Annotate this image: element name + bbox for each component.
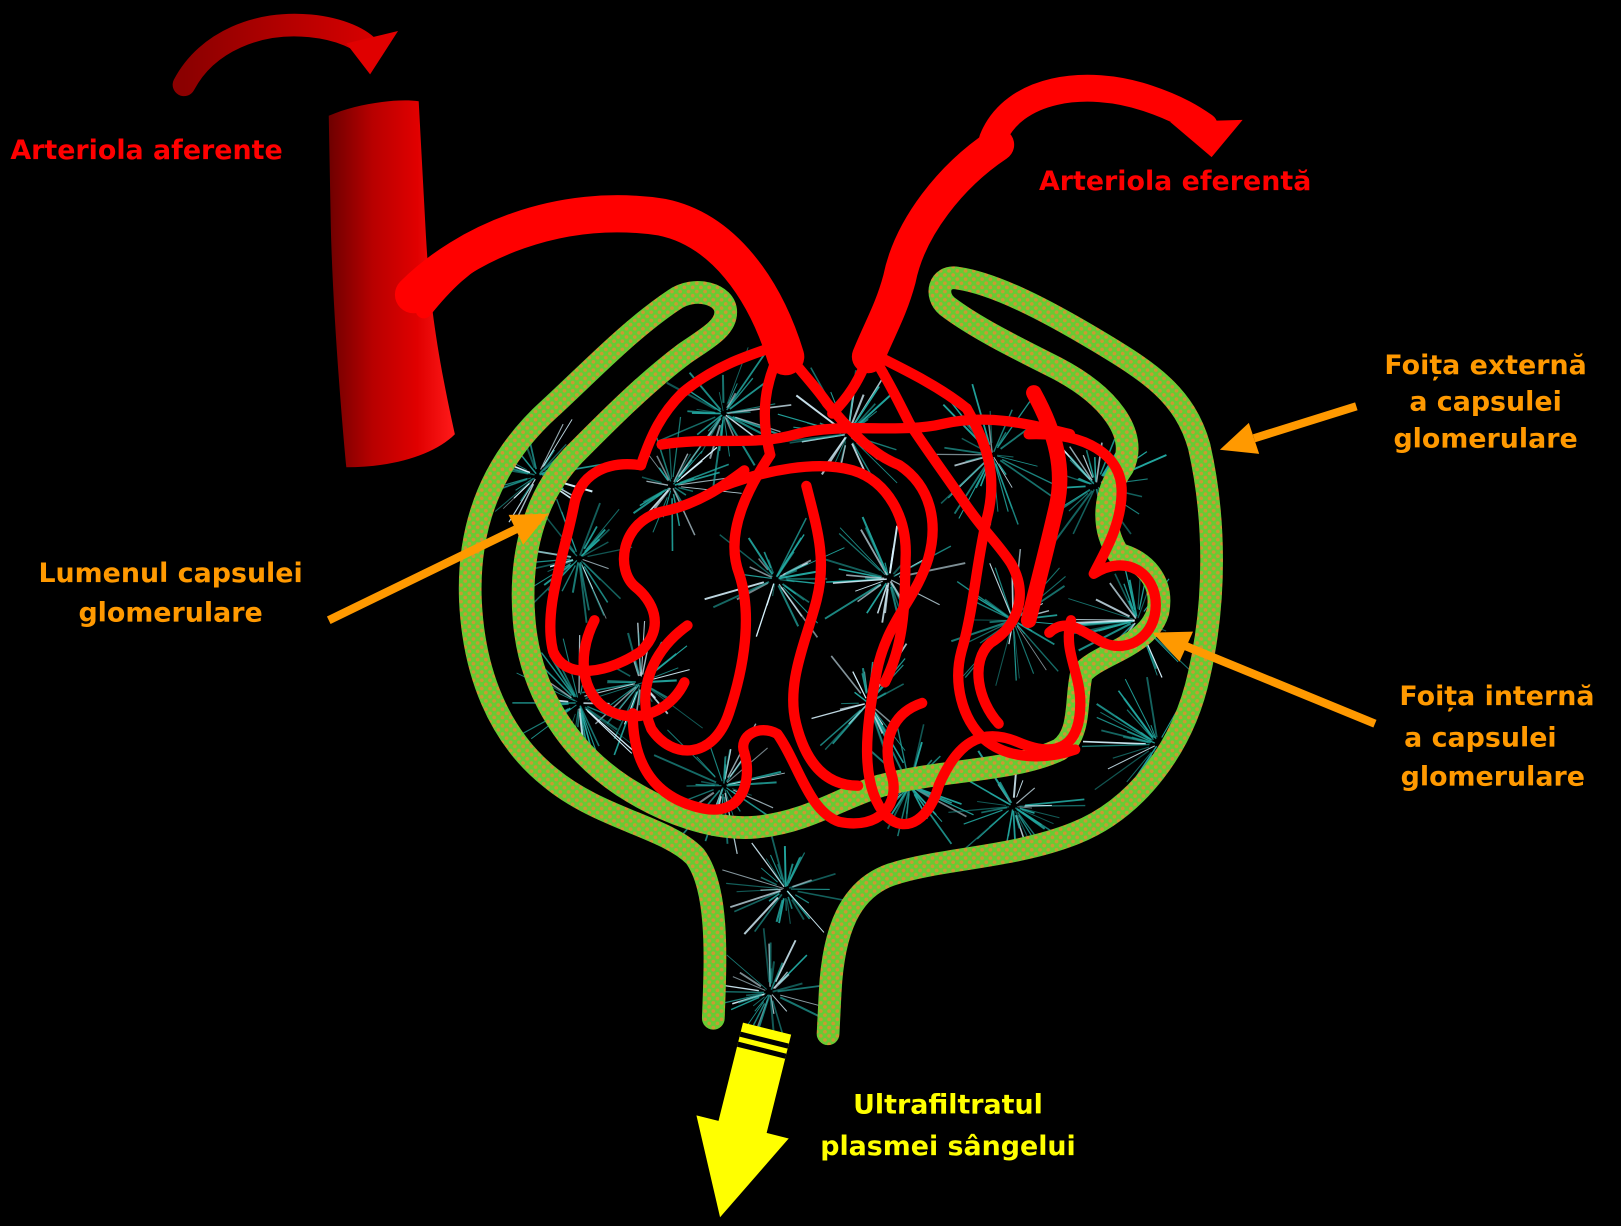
sparkle-streak <box>825 705 866 749</box>
sparkle-streak <box>744 898 778 934</box>
sparkle-streak <box>840 704 864 709</box>
sparkle-streak <box>1095 457 1096 482</box>
sparkle-streak <box>820 710 860 746</box>
sparkle-streak <box>755 894 782 931</box>
sparkle-streak <box>727 955 767 990</box>
label-capsule-lumen-line: Lumenul capsulei <box>38 558 302 589</box>
pointer-head <box>1220 423 1259 454</box>
sparkle-streak <box>1025 799 1084 805</box>
sparkle-streak <box>977 802 1006 806</box>
sparkle-streak <box>990 563 1012 617</box>
efferent-flow-arrow-head <box>1170 120 1242 157</box>
sparkle-streak <box>785 548 844 575</box>
sparkle-streak <box>977 810 1008 839</box>
sparkle-streak <box>578 711 579 727</box>
label-outer-layer-line: a capsulei <box>1409 386 1562 417</box>
sparkle-streak <box>1113 747 1149 758</box>
label-outer-layer: Foița externă a capsulei glomerulare <box>1384 350 1586 454</box>
pointer-shaft <box>1186 646 1375 724</box>
sparkle-streak <box>1083 742 1146 744</box>
sparkle-streak <box>639 692 640 705</box>
ultrafiltrate-flow-arrow <box>674 1017 813 1226</box>
sparkle-streak <box>777 518 807 576</box>
sparkle-streak <box>771 961 774 983</box>
efferent-flow-arrow <box>992 88 1242 157</box>
sparkle-streak <box>861 530 887 575</box>
sparkle-streak <box>732 412 750 413</box>
sparkle-streak <box>1125 679 1154 738</box>
sparkle-streak <box>831 656 861 693</box>
label-outer-layer-line: glomerulare <box>1393 424 1577 455</box>
sparkle-streak <box>721 985 759 991</box>
label-ultrafiltrate: Ultrafiltratul plasmei sângelui <box>820 1089 1076 1161</box>
sparkle-streak <box>820 558 882 577</box>
sparkle-streak <box>855 394 892 428</box>
sparkle-streak <box>1017 807 1032 808</box>
label-outer-layer-line: Foița externă <box>1384 350 1586 381</box>
sparkle-streak <box>697 757 716 777</box>
ultrafiltrate-arrow-head <box>674 1115 789 1226</box>
sparkle-streak <box>722 420 723 437</box>
sparkle-streak <box>1070 619 1131 620</box>
sparkle-streak <box>996 464 1018 524</box>
sparkle-streak <box>1127 710 1154 740</box>
sparkle-streak <box>798 891 849 901</box>
afferent-flow-arrow-shaft <box>184 25 370 85</box>
sparkle-streak <box>785 846 786 887</box>
sparkle-streak <box>1017 626 1046 670</box>
sparkle-streak <box>723 375 724 403</box>
sparkle-streak <box>688 390 721 412</box>
afferent-flow-arrow <box>184 25 398 85</box>
sparkle-streak <box>788 897 792 909</box>
sparkle-streak <box>1082 745 1150 747</box>
sparkle-streak <box>858 585 881 602</box>
sparkle-streak <box>582 529 609 555</box>
pointer-shaft <box>329 529 516 620</box>
sparkle-streak <box>770 968 771 985</box>
sparkle-streak <box>767 589 772 606</box>
sparkle-streak <box>787 891 824 932</box>
label-ultrafiltrate-line: plasmei sângelui <box>820 1131 1076 1162</box>
sparkle-streak <box>692 413 721 414</box>
sparkle-streak <box>586 509 619 549</box>
sparkle-streak <box>997 456 1037 466</box>
sparkle-streak <box>764 928 769 982</box>
sparkle-streak <box>1017 780 1023 797</box>
sparkle-streak <box>876 684 903 699</box>
label-inner-layer-line: Foița internă <box>1399 681 1594 712</box>
sparkle-streak <box>772 835 784 882</box>
sparkle-streak <box>583 559 609 568</box>
pointer-shaft <box>1254 406 1356 438</box>
label-inner-layer: Foița internă a capsulei glomerulare <box>1399 681 1594 793</box>
efferent-flow-arrow-shaft <box>992 88 1204 139</box>
sparkle-streak <box>727 405 791 413</box>
sparkle-streak <box>772 995 787 1012</box>
sparkle-streak <box>573 562 578 592</box>
label-inner-layer-line: a capsulei <box>1404 722 1557 753</box>
sparkle-streak <box>720 535 773 577</box>
sparkle-streak <box>775 940 795 981</box>
afferent-branch <box>414 214 786 357</box>
sparkle-streak <box>1024 805 1051 806</box>
glomerular-capillary-tuft <box>550 346 1156 824</box>
pointer-outer-layer <box>1220 406 1356 454</box>
label-afferent-arteriole: Arteriola aferente <box>10 135 282 166</box>
sparkle-streak <box>787 580 817 583</box>
label-inner-layer-line: glomerulare <box>1401 762 1585 793</box>
sparkle-streak <box>1000 460 1056 499</box>
label-efferent-arteriole: Arteriola eferentă <box>1039 166 1311 197</box>
sparkle-streak <box>792 880 811 887</box>
sparkle-streak <box>825 584 881 619</box>
sparkle-streak <box>995 568 1011 614</box>
sparkle-streak <box>840 528 885 575</box>
label-ultrafiltrate-line: Ultrafiltratul <box>853 1089 1043 1120</box>
sparkle-streak <box>760 889 782 890</box>
label-capsule-lumen-line: glomerulare <box>78 597 262 628</box>
label-capsule-lumen: Lumenul capsulei glomerulare <box>38 558 302 628</box>
sparkle-streak <box>890 526 897 574</box>
sparkle-streak <box>735 417 780 431</box>
